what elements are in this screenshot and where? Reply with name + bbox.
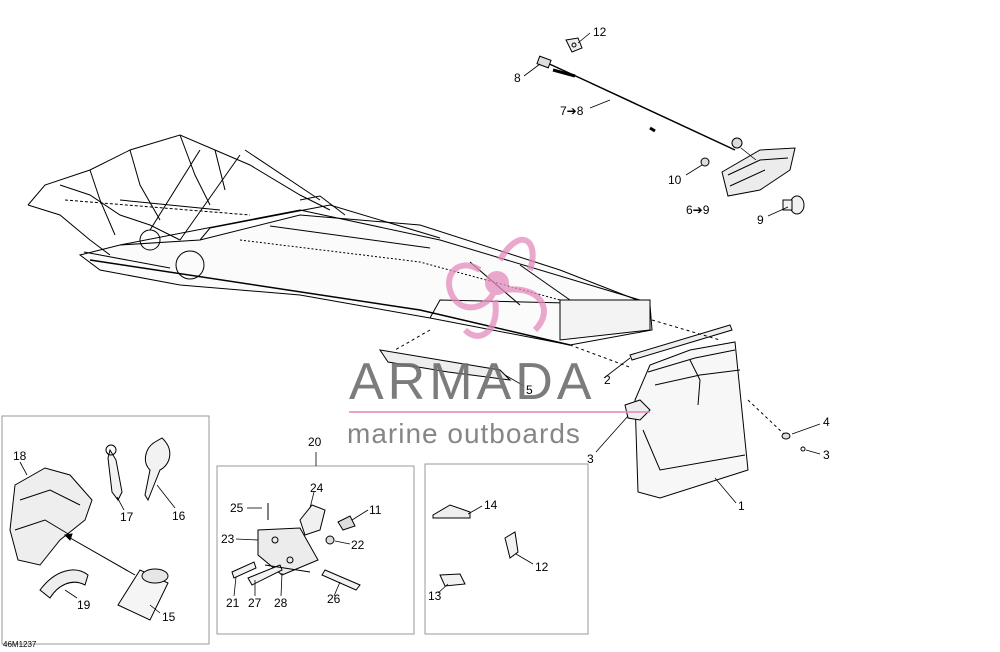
callout-11: 11 (369, 503, 382, 517)
callout-10: 10 (668, 173, 682, 187)
callout-12-box: 12 (535, 560, 549, 574)
hitch-parts (231, 503, 361, 591)
callout-15: 15 (162, 610, 176, 624)
callout-13: 13 (428, 589, 442, 603)
callout-21: 21 (226, 596, 240, 610)
callout-26: 26 (327, 592, 341, 606)
callout-17: 17 (120, 510, 134, 524)
callout-6-9: 6➔9 (686, 203, 710, 217)
callout-3-right: 3 (823, 448, 830, 462)
callout-9: 9 (757, 213, 764, 227)
callout-1: 1 (738, 499, 745, 513)
watermark-subtitle: marine outboards (347, 418, 581, 449)
snow-flap (378, 319, 806, 499)
harness (536, 37, 736, 151)
callout-16: 16 (172, 509, 186, 523)
callout-27: 27 (248, 596, 262, 610)
callout-22: 22 (351, 538, 365, 552)
callouts: 12 8 7➔8 10 6➔9 9 2 5 4 3 3 1 18 17 16 1… (13, 25, 830, 624)
decal-parts (432, 504, 519, 587)
callout-23: 23 (221, 532, 235, 546)
decals-box (424, 463, 589, 635)
callout-12: 12 (593, 25, 607, 39)
callout-7-8: 7➔8 (560, 104, 584, 118)
frame-assembly (27, 134, 653, 346)
callout-19: 19 (77, 598, 91, 612)
tool-kit-parts (9, 437, 171, 621)
callout-14: 14 (484, 498, 498, 512)
callout-4: 4 (823, 415, 830, 429)
callout-24: 24 (310, 481, 324, 495)
callout-20: 20 (308, 435, 322, 449)
callout-28: 28 (274, 596, 288, 610)
callout-8: 8 (514, 71, 521, 85)
callout-2: 2 (604, 373, 611, 387)
callout-5: 5 (526, 383, 533, 397)
tools-box (1, 415, 210, 645)
callout-18: 18 (13, 449, 27, 463)
watermark-logo (446, 236, 547, 339)
callout-25: 25 (230, 501, 244, 515)
hitch-box (216, 465, 415, 635)
watermark-title: ARMADA (349, 353, 596, 411)
taillight (700, 137, 805, 215)
callout-3-left: 3 (587, 452, 594, 466)
leader-lines (19, 32, 821, 614)
catalog-number: 46M1237 (3, 640, 37, 649)
